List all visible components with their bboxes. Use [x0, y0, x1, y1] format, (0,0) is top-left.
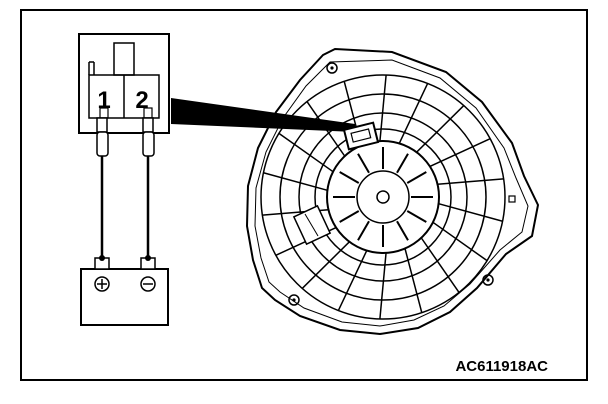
fan-hub-fin [357, 153, 370, 174]
battery-positive-symbol [94, 276, 110, 292]
fan-guard-ring [279, 93, 487, 301]
motor-connector [342, 121, 380, 151]
terminal-2-label: 2 [135, 87, 148, 114]
diagram-frame [20, 9, 588, 381]
motor-bracket [292, 204, 332, 246]
fan-guard-rib [404, 248, 423, 313]
fan-guard-rib [306, 101, 346, 157]
mount-screw [482, 274, 494, 286]
fan-hub-fin [396, 220, 409, 241]
probe-2 [142, 117, 155, 258]
fan-guard-rib [432, 221, 488, 262]
fan-hub-fin [396, 153, 409, 174]
fan-guard-ring [314, 128, 452, 266]
fan-hub-fins [333, 147, 433, 247]
fan-hub-center [376, 190, 390, 204]
fan-hub-fin [357, 220, 370, 241]
fan-hub-fin [339, 210, 360, 223]
blower-motor [245, 47, 540, 336]
blower-housing [245, 47, 540, 336]
fan-guard-rib [438, 202, 503, 222]
battery-negative-symbol [140, 276, 156, 292]
fan-guard-rib [278, 132, 334, 173]
connector: 1 2 [78, 33, 170, 134]
fan-guard-ring [260, 74, 506, 320]
battery [80, 255, 169, 326]
mount-screw [288, 294, 300, 306]
fan-guard-rib [398, 83, 429, 144]
fan-hub-fin [339, 171, 360, 184]
fan-guard-rib [429, 138, 491, 168]
terminal-1-label: 1 [97, 87, 110, 114]
pointer-wedge [171, 98, 355, 132]
fan-guard-rib [263, 172, 328, 192]
figure-code: AC611918AC [455, 358, 548, 375]
fan-hub-fin [406, 171, 427, 184]
connector-latch [113, 42, 135, 76]
fan-guard-ribs [262, 74, 504, 320]
mount-screw [326, 62, 338, 74]
fan-guard-rib [379, 74, 387, 142]
fan-hub-fin [406, 210, 427, 223]
fan-guard-rib [437, 178, 504, 186]
fan-guard-rib [420, 237, 460, 293]
fan-guard-rib [379, 252, 387, 320]
fan-guard-rib [301, 241, 350, 289]
fan-guard-rib [416, 105, 465, 153]
fan-guard-ring [298, 112, 468, 282]
probe-1 [96, 117, 109, 258]
battery-body [80, 268, 169, 326]
fan-guard-rib [337, 250, 368, 311]
connector-body [78, 33, 170, 134]
